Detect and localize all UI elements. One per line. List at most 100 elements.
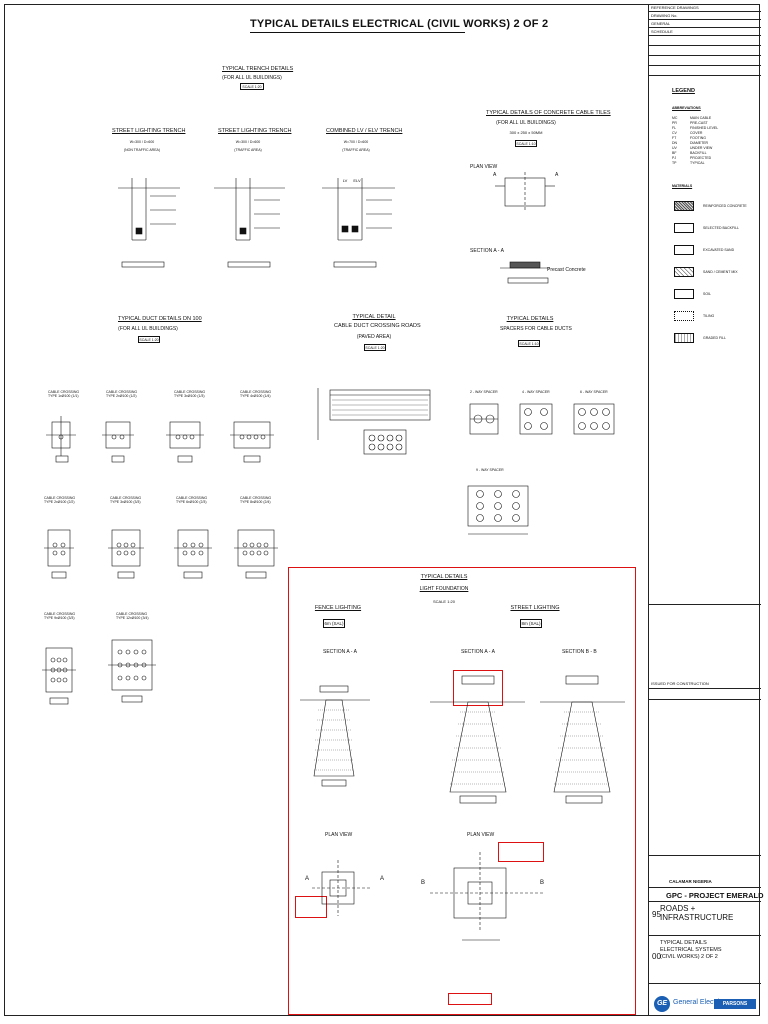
road-sub1: CABLE DUCT CROSSING ROADS bbox=[334, 323, 421, 329]
sheet-title: TYPICAL DETAILS ELECTRICAL (CIVIL WORKS)… bbox=[250, 18, 549, 30]
material-swatch-4 bbox=[674, 267, 694, 277]
tb-row-drawingno: DRAWING No. bbox=[649, 12, 761, 20]
trench-1-title: STREET LIGHTING TRENCH bbox=[112, 128, 186, 134]
abbr-5: FT bbox=[672, 136, 677, 140]
tb-general-label: GENERAL bbox=[651, 21, 671, 26]
tb-keyplan bbox=[649, 716, 761, 856]
area-title: ROADS + INFRASTRUCTURE bbox=[660, 904, 734, 922]
consultant-logo: PARSONS bbox=[714, 999, 756, 1009]
abbr-3: FL bbox=[672, 126, 677, 130]
trench-heading: TYPICAL TRENCH DETAILS bbox=[222, 66, 294, 72]
abbr-8: BF bbox=[672, 151, 677, 155]
materials-label: MATERIALS bbox=[672, 184, 693, 188]
abbreviations-label: ABBREVIATIONS bbox=[672, 106, 701, 110]
abbr-2: PR bbox=[672, 121, 677, 125]
tb-reference-label: REFERENCE DRAWINGS bbox=[651, 5, 699, 10]
section-aa-fence: SECTION A - A bbox=[323, 649, 357, 655]
plan-marker-b-right: B bbox=[540, 880, 545, 886]
abbr-text-4: COVER bbox=[690, 131, 703, 135]
abbr-text-1: MAIN CABLE bbox=[690, 116, 712, 120]
plan-view-fence: PLAN VIEW bbox=[325, 832, 353, 838]
plan-marker-a-right: A bbox=[380, 876, 385, 882]
tb-row-schedule: SCHEDULE bbox=[649, 28, 761, 36]
trench-2-title: STREET LIGHTING TRENCH bbox=[218, 128, 292, 134]
street-lighting-label: STREET LIGHTING bbox=[510, 605, 560, 611]
fence-lighting-height: 6m (SAL) bbox=[323, 619, 345, 628]
tb-row-blank-2 bbox=[649, 46, 761, 56]
road-sub2: (PAVED AREA) bbox=[356, 334, 392, 340]
trench-3-section bbox=[322, 178, 395, 268]
abbr-text-10: TYPICAL bbox=[690, 161, 705, 165]
duct-crossing-7: CABLE CROSSING TYPE 6xØ100 (2/3) bbox=[176, 496, 208, 504]
tb-title-row bbox=[649, 936, 761, 984]
duct-crossing-3: CABLE CROSSING TYPE 3xØ100 (1/3) bbox=[174, 390, 206, 398]
tb-client-row: CALAMAR NIGERIA bbox=[649, 876, 761, 888]
trench-3-label-elv: ELV bbox=[353, 178, 361, 183]
tb-project-row bbox=[649, 888, 761, 902]
duct-crossing-8: CABLE CROSSING TYPE 8xØ100 (2/4) bbox=[240, 496, 272, 504]
material-swatch-1 bbox=[674, 201, 694, 211]
company-name: General Electric bbox=[673, 999, 723, 1006]
highlight-street-top bbox=[453, 670, 503, 706]
material-swatch-7 bbox=[674, 333, 694, 343]
duct-crossing-4: CABLE CROSSING TYPE 4xØ100 (1/4) bbox=[240, 390, 272, 398]
spacer-4way: 4 - WAY SPACER bbox=[522, 390, 550, 394]
abbr-1: MC bbox=[672, 116, 678, 120]
drawing-title: TYPICAL DETAILS ELECTRICAL SYSTEMS (CIVI… bbox=[660, 940, 722, 960]
spacer-6way: 6 - WAY SPACER bbox=[580, 390, 608, 394]
tiles-scale: SCALE 1:10 bbox=[515, 140, 537, 147]
discipline-code-1: 95 bbox=[652, 910, 661, 919]
tb-row-blank-4 bbox=[649, 66, 761, 76]
tiles-section-label: SECTION A - A bbox=[470, 248, 504, 254]
light-scale: SCALE 1:20 bbox=[432, 599, 455, 604]
material-label-7: GRADED FILL bbox=[703, 336, 726, 340]
trench-1-note: (NON TRAFFIC AREA) bbox=[123, 148, 161, 152]
tiles-marker-left: A bbox=[493, 172, 497, 178]
trench-2-dims: W=300 / D=600 bbox=[235, 140, 261, 144]
duct-crossing-1: CABLE CROSSING TYPE 1xØ100 (1/1) bbox=[48, 390, 80, 398]
title-underline bbox=[250, 32, 465, 33]
light-sub: LIGHT FOUNDATION bbox=[419, 586, 469, 592]
duct-scale: SCALE 1:20 bbox=[138, 336, 160, 343]
road-heading: TYPICAL DETAIL bbox=[352, 314, 396, 320]
tb-status-row: ISSUED FOR CONSTRUCTION bbox=[649, 679, 761, 689]
tiles-marker-right: A bbox=[555, 172, 559, 178]
highlight-plan-note bbox=[498, 842, 544, 862]
duct-sub: (FOR ALL UL BUILDINGS) bbox=[118, 326, 178, 332]
discipline-code-2: 00 bbox=[652, 952, 661, 961]
abbr-text-2: PRE-CAST bbox=[690, 121, 708, 125]
abbr-text-3: FINISHED LEVEL bbox=[690, 126, 719, 130]
spacer-sub: SPACERS FOR CABLE DUCTS bbox=[500, 326, 572, 332]
trench-3-note: (TRAFFIC AREA) bbox=[342, 148, 370, 152]
trench-sub: (FOR ALL UL BUILDINGS) bbox=[222, 75, 282, 81]
trench-2-section bbox=[214, 178, 285, 268]
trench-scale: SCALE 1:20 bbox=[240, 83, 264, 90]
abbr-text-9: PROJECTED bbox=[690, 156, 712, 160]
tb-row-reference: REFERENCE DRAWINGS bbox=[649, 4, 761, 12]
section-bb-street: SECTION B - B bbox=[562, 649, 597, 655]
tb-revision-table bbox=[649, 604, 761, 700]
duct-crossing-9: CABLE CROSSING TYPE 9xØ100 (3/3) bbox=[44, 612, 76, 620]
abbr-10: TP bbox=[672, 161, 677, 165]
plan-view-street: PLAN VIEW bbox=[467, 832, 495, 838]
ge-logo-icon: GE bbox=[654, 996, 670, 1012]
trench-1-section bbox=[118, 178, 180, 268]
road-scale: SCALE 1:20 bbox=[364, 344, 386, 351]
material-label-2: SELECTED BACKFILL bbox=[703, 226, 739, 230]
highlight-fence-note bbox=[295, 896, 327, 918]
trench-3-label-lv: LV bbox=[342, 178, 348, 183]
tb-client: CALAMAR NIGERIA bbox=[669, 879, 712, 884]
spacer-9way: 9 - WAY SPACER bbox=[476, 468, 504, 472]
trench-3-title: COMBINED LV / ELV TRENCH bbox=[326, 128, 403, 134]
material-label-4: SAND / CEMENT MIX bbox=[703, 270, 738, 274]
tb-row-blank-1 bbox=[649, 36, 761, 46]
material-label-6: TILING bbox=[703, 314, 715, 318]
trench-2-note: (TRAFFIC AREA) bbox=[234, 148, 262, 152]
tiles-dims: 300 x 250 x 50MM bbox=[509, 130, 543, 135]
plan-marker-b-left: B bbox=[421, 880, 426, 886]
material-label-3: EXCAVATED SAND bbox=[703, 248, 735, 252]
